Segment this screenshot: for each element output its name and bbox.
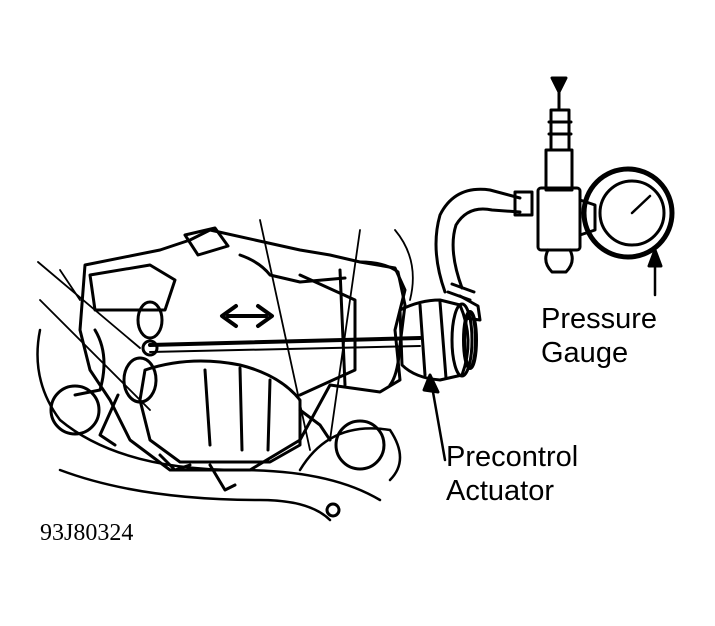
gauge-face <box>600 181 664 245</box>
precontrol-actuator-label-line2: Actuator <box>446 475 554 507</box>
lever-boss <box>124 358 156 402</box>
vacuum-hose <box>436 189 532 320</box>
cable-lines <box>38 220 413 450</box>
pressure-gauge-label: Pressure Gauge <box>541 302 657 370</box>
engine-surroundings <box>38 330 401 520</box>
gauge-bezel <box>584 169 672 257</box>
left-hose-end-circle <box>51 386 99 434</box>
precontrol-actuator-label-line1: Precontrol <box>446 441 579 473</box>
throttle-body <box>75 228 405 490</box>
pivot-boss <box>138 302 162 338</box>
precontrol-actuator-label: Precontrol Actuator <box>446 440 578 508</box>
small-bolt-circle <box>327 504 339 516</box>
figure-code: 93J80324 <box>40 520 134 546</box>
pressure-gauge-label-line1: Pressure <box>541 303 658 335</box>
actuator-rod <box>143 338 420 355</box>
right-hose-end-circle <box>336 421 384 469</box>
movement-double-arrow <box>222 306 272 326</box>
precontrol-actuator <box>400 300 476 460</box>
pressure-gauge-label-line2: Gauge <box>541 337 629 369</box>
tee-fitting-and-gauge <box>538 78 672 295</box>
